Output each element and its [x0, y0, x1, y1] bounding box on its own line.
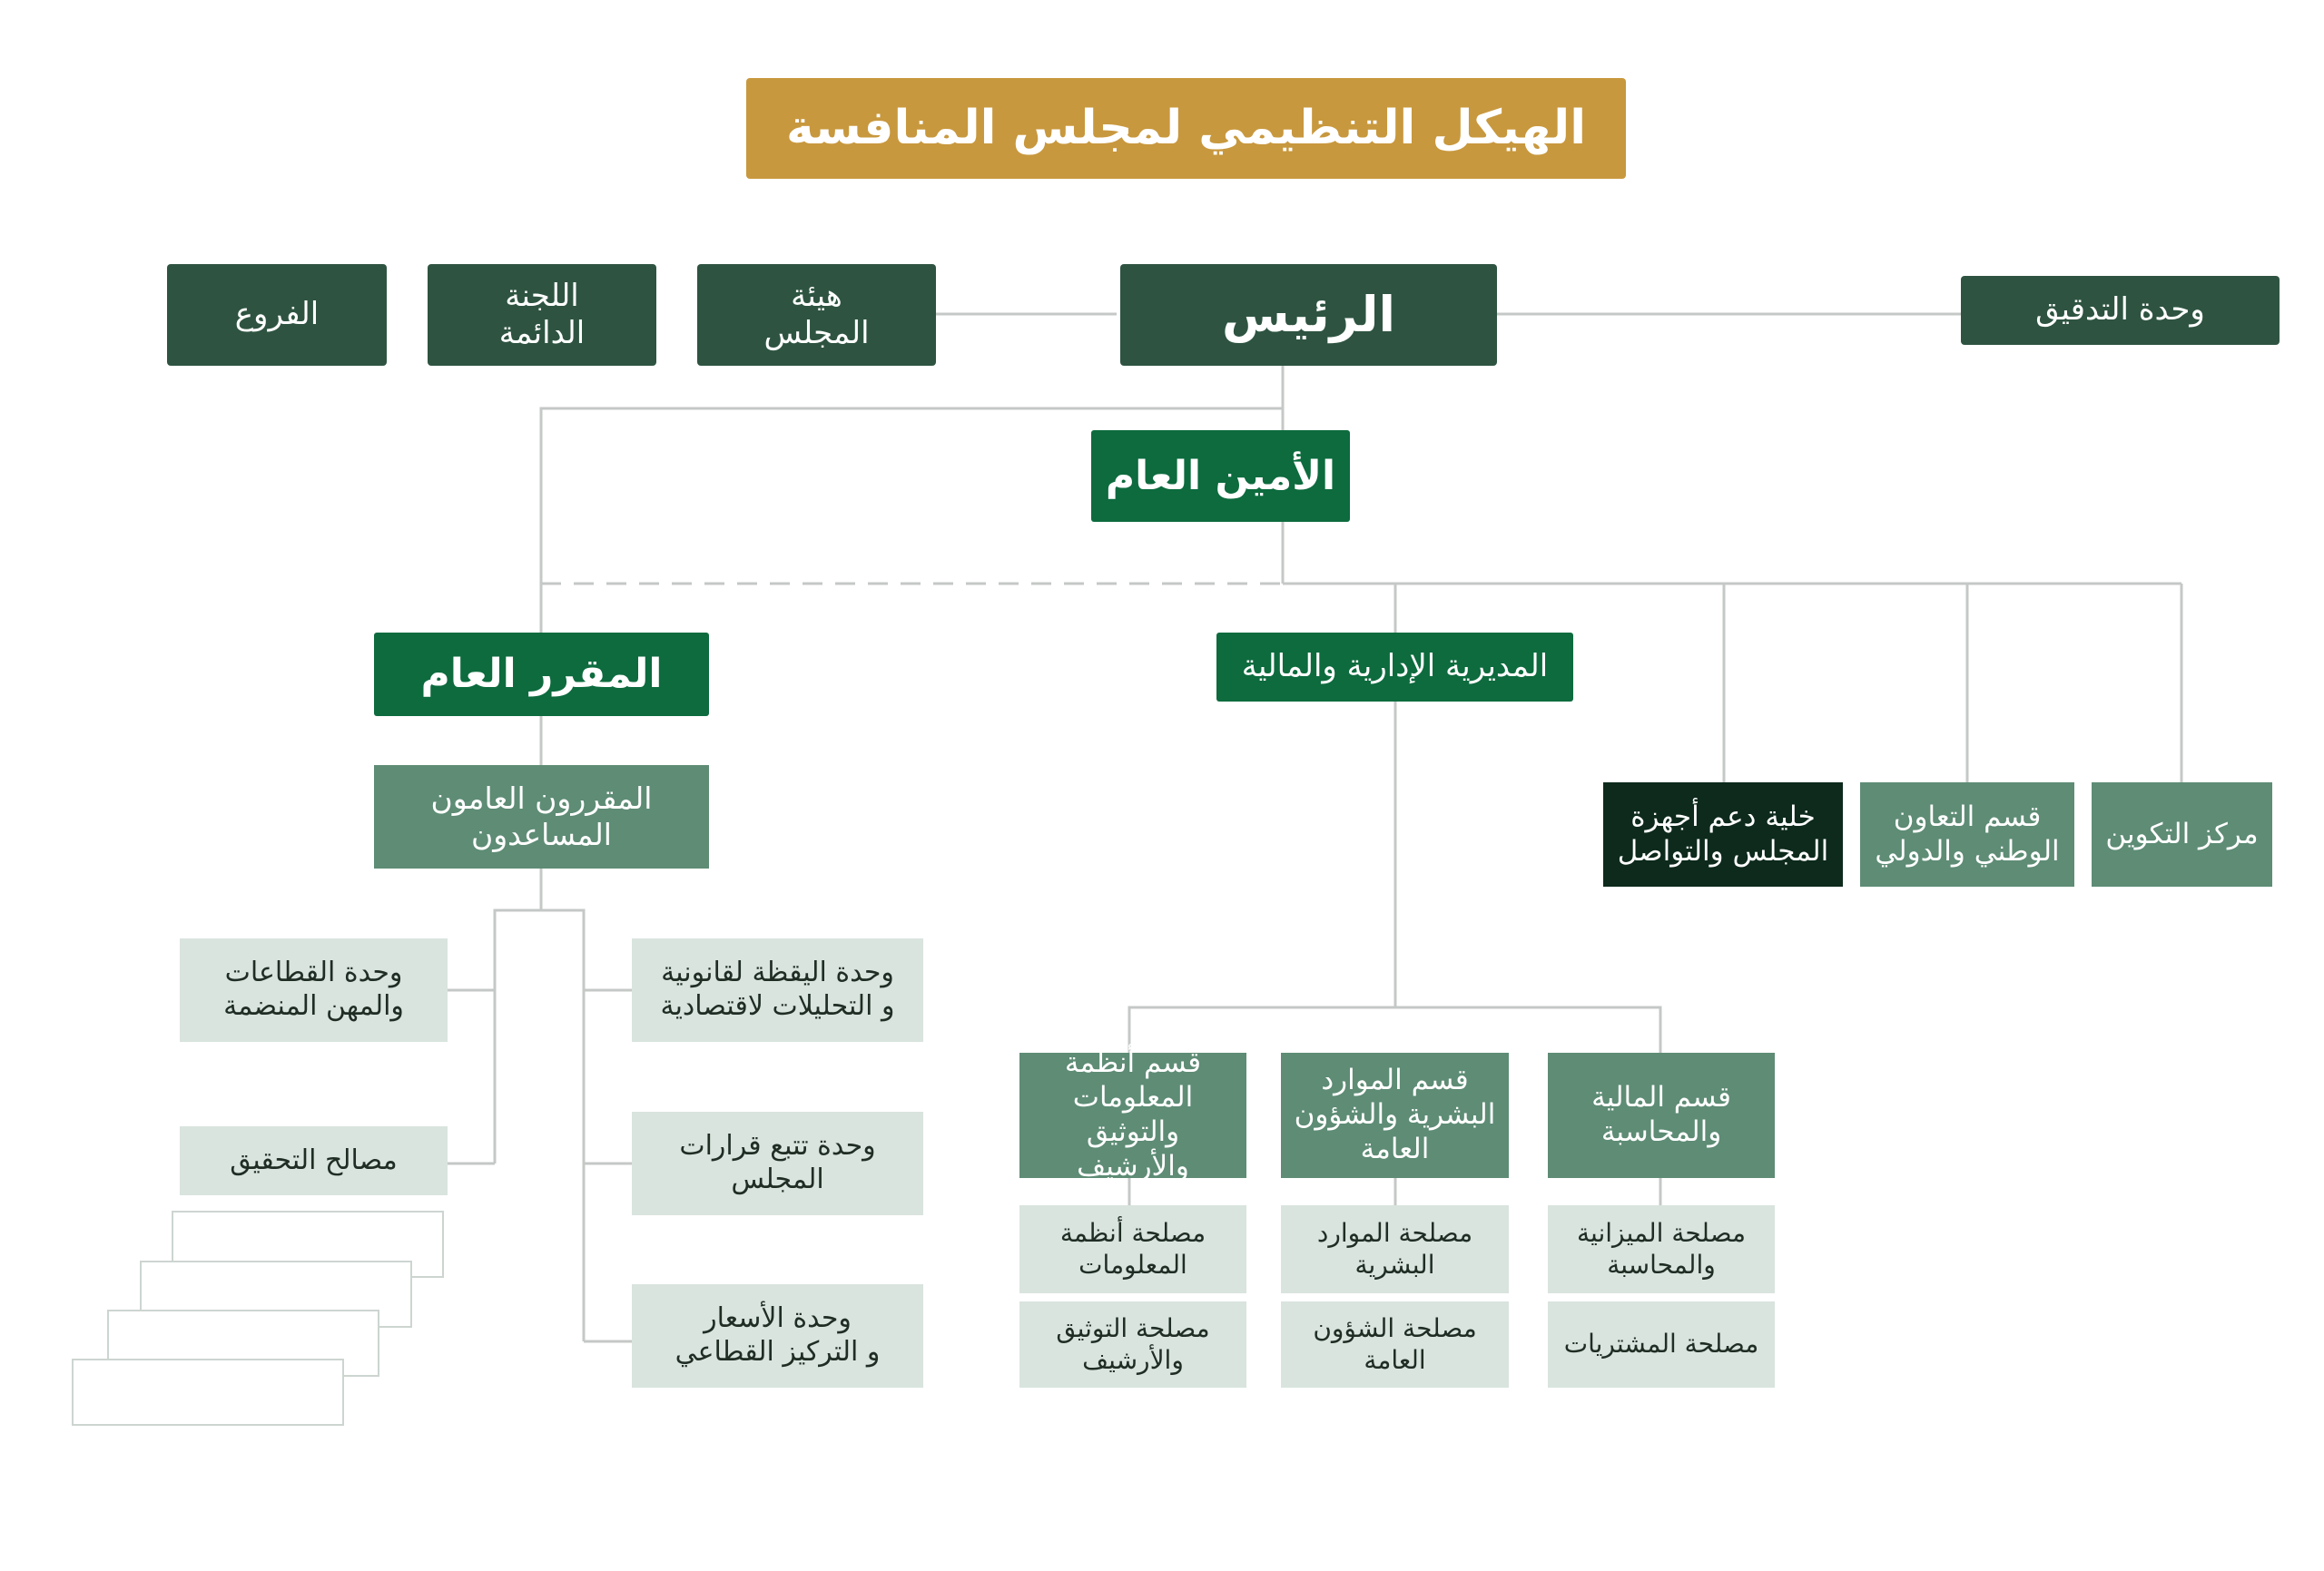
sectors-unit-box: وحدة القطاعات والمهن المنضمة — [180, 938, 448, 1042]
prices-concentration-unit-box: وحدة الأسعار و التركيز القطاعي — [632, 1284, 923, 1388]
hr-department-box: قسم الموارد البشرية والشؤون العامة — [1281, 1053, 1509, 1178]
documentation-archive-service-box: مصلحة التوثيق والأرشيف — [1019, 1301, 1246, 1388]
info-systems-service-box: مصلحة أنظمة المعلومات — [1019, 1205, 1246, 1293]
budget-service-box: مصلحة الميزانية والمحاسبة — [1548, 1205, 1775, 1293]
cooperation-department-box: قسم التعاون الوطني والدولي — [1860, 782, 2074, 887]
empty-stack-box — [72, 1359, 344, 1426]
secretary-general-box: الأمين العام — [1091, 430, 1350, 522]
audit-unit-box: وحدة التدقيق — [1961, 276, 2280, 345]
training-center-box: مركز التكوين — [2092, 782, 2272, 887]
finance-department-box: قسم المالية والمحاسبة — [1548, 1053, 1775, 1178]
general-affairs-service-box: مصلحة الشؤون العامة — [1281, 1301, 1509, 1388]
decisions-tracking-unit-box: وحدة تتبع قرارات المجلس — [632, 1112, 923, 1215]
board-box: هيئة المجلس — [697, 264, 936, 366]
info-systems-department-box: قسم أنظمة المعلومات والتوثيق والأرشيف — [1019, 1046, 1246, 1183]
assistant-rapporteurs-box: المقررون العامون المساعدون — [374, 765, 709, 869]
council-support-cell-box: خلية دعم أجهزة المجلس والتواصل — [1603, 782, 1843, 887]
hr-service-box: مصلحة الموارد البشرية — [1281, 1205, 1509, 1293]
permanent-committee-box: اللجنة الدائمة — [428, 264, 656, 366]
procurement-service-box: مصلحة المشتريات — [1548, 1301, 1775, 1388]
admin-finance-directorate-box: المديرية الإدارية والمالية — [1216, 633, 1573, 702]
legal-watch-unit-box: وحدة اليقظة لقانونية و التحليلات لاقتصاد… — [632, 938, 923, 1042]
chart-title: الهيكل التنظيمي لمجلس المنافسة — [746, 78, 1626, 179]
investigation-services-box: مصالح التحقيق — [180, 1126, 448, 1195]
president-box: الرئيس — [1120, 264, 1497, 366]
branches-box: الفروع — [167, 264, 387, 366]
rapporteur-general-box: المقرر العام — [374, 633, 709, 716]
